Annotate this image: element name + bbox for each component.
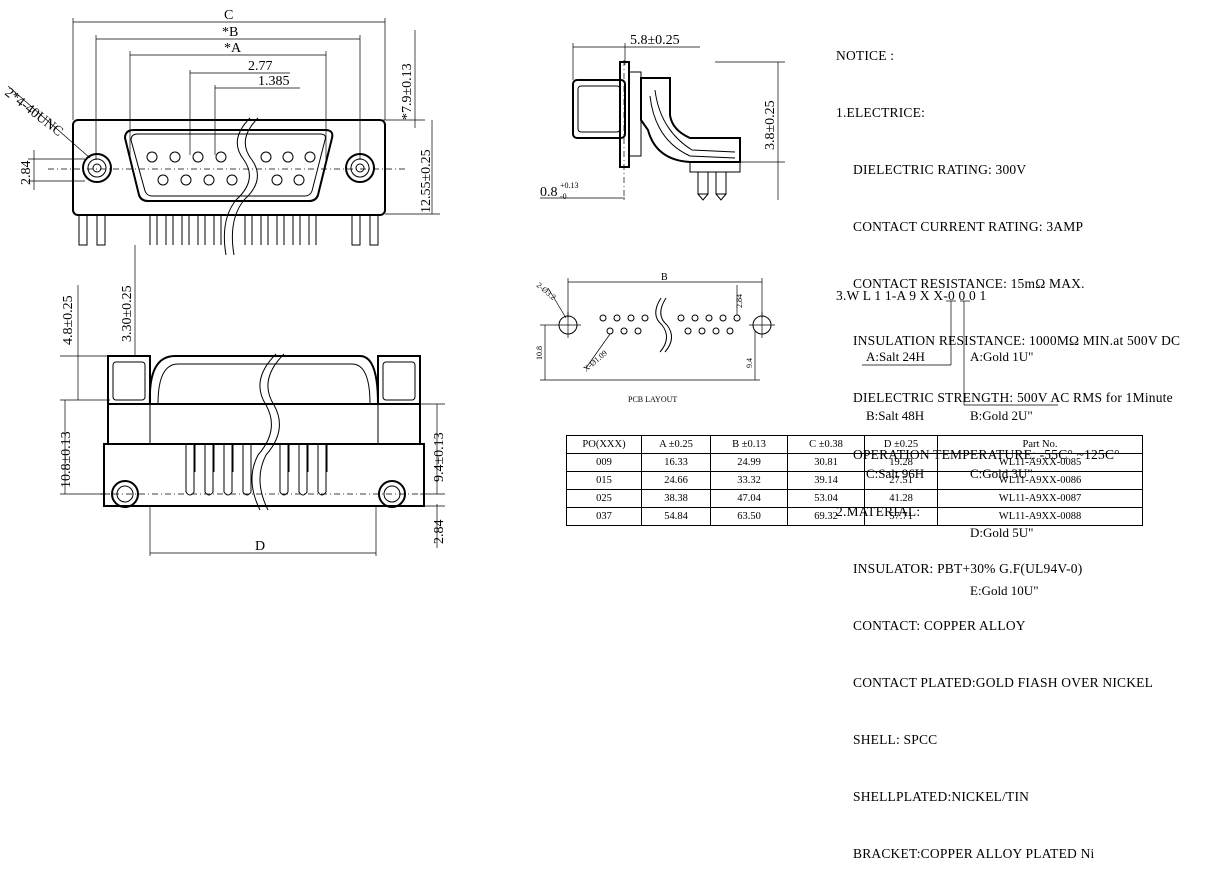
pcb-layout: B 2-Ø3.2 2.84 X-Ø1.09 10.8 9.4 PCB LAYOU… — [535, 272, 775, 404]
dim-284-left-label: 2.84 — [19, 161, 34, 186]
table-row: 015 24.66 33.32 39.14 27.51 WL11-A9XX-00… — [566, 471, 1143, 490]
table-cell: 54.84 — [641, 507, 711, 526]
side-view: 5.8±0.25 3.8±0.25 0.8 +0.13 -0 — [540, 33, 785, 201]
dim-79-label: *7.9±0.13 — [400, 63, 415, 120]
dim-94-label: 9.4±0.13 — [432, 432, 447, 482]
table-cell: 57.71 — [864, 507, 938, 526]
table-cell: WL11-A9XX-0088 — [937, 507, 1143, 526]
table-cell: 38.38 — [641, 489, 711, 508]
salt-option: A:Salt 24H — [866, 349, 925, 364]
dim-1385-label: 1.385 — [258, 74, 290, 89]
front-view: C *B *A 2.77 1.385 2*4-40UNC 2.84 — [2, 8, 440, 256]
salt-option: B:Salt 48H — [866, 407, 925, 423]
dim-08-label: 0.8 — [540, 185, 558, 200]
table-cell: 19.28 — [864, 453, 938, 472]
table-cell: 24.99 — [710, 453, 788, 472]
dim-b-label: *B — [222, 25, 238, 40]
material-item: SHELLPLATED:NICKEL/TIN — [853, 789, 1030, 804]
dim-58-label: 5.8±0.25 — [630, 33, 680, 48]
pcb-94-label: 9.4 — [745, 358, 754, 368]
table-cell: WL11-A9XX-0087 — [937, 489, 1143, 508]
dim-a-label: *A — [224, 41, 242, 56]
table-cell: 33.32 — [710, 471, 788, 490]
dim-08-tol-bot: -0 — [560, 192, 567, 201]
dim-277-label: 2.77 — [248, 59, 273, 74]
gold-option: A:Gold 1U" — [970, 349, 1034, 364]
dim-d-label: D — [255, 539, 265, 554]
pcb-hole-small-label: X-Ø1.09 — [582, 348, 609, 373]
table-cell: WL11-A9XX-0086 — [937, 471, 1143, 490]
table-header: Part No. — [937, 435, 1143, 454]
table-header: A ±0.25 — [641, 435, 711, 454]
table-header: PO(XXX) — [566, 435, 642, 454]
table-cell: 47.04 — [710, 489, 788, 508]
electric-item: INSULATION RESISTANCE: 1000MΩ MIN.at 500… — [853, 333, 1181, 348]
gold-option: E:Gold 10U" — [970, 583, 1039, 598]
pcb-caption: PCB LAYOUT — [628, 395, 677, 404]
pcb-b-label: B — [661, 272, 668, 283]
table-row: 025 38.38 47.04 53.04 41.28 WL11-A9XX-00… — [566, 489, 1143, 508]
dim-108-label: 10.8±0.13 — [59, 431, 74, 488]
dim-330-label: 3.30±0.25 — [120, 285, 135, 342]
gold-option: B:Gold 2U" — [970, 407, 1033, 423]
pcb-108-label: 10.8 — [535, 346, 544, 360]
table-row: 037 54.84 63.50 69.32 57.71 WL11-A9XX-00… — [566, 507, 1143, 526]
table-cell: 24.66 — [641, 471, 711, 490]
electric-item: DIELECTRIC RATING: 300V — [853, 162, 1027, 177]
pcb-284-label: 2.84 — [735, 294, 744, 308]
drawing-canvas: C *B *A 2.77 1.385 2*4-40UNC 2.84 — [2, 8, 1058, 556]
table-header-row: PO(XXX) A ±0.25 B ±0.13 C ±0.38 D ±0.25 … — [566, 435, 1143, 454]
material-item: SHELL: SPCC — [853, 732, 938, 747]
table-cell: 30.81 — [787, 453, 865, 472]
electric-item: CONTACT CURRENT RATING: 3AMP — [853, 219, 1084, 234]
dim-38-label: 3.8±0.25 — [763, 100, 778, 150]
dim-c-label: C — [224, 8, 233, 23]
table-cell: 27.51 — [864, 471, 938, 490]
table-header: B ±0.13 — [710, 435, 788, 454]
table-cell: 025 — [566, 489, 642, 508]
electric-item: CONTACT RESISTANCE: 15mΩ MAX. — [853, 276, 1085, 291]
table-cell: 41.28 — [864, 489, 938, 508]
table-row: 009 16.33 24.99 30.81 19.28 WL11-A9XX-00… — [566, 453, 1143, 472]
table-cell: 16.33 — [641, 453, 711, 472]
table-cell: 39.14 — [787, 471, 865, 490]
dim-48-label: 4.8±0.25 — [61, 295, 76, 345]
table-cell: 63.50 — [710, 507, 788, 526]
table-cell: 009 — [566, 453, 642, 472]
table-cell: 69.32 — [787, 507, 865, 526]
notice-title: NOTICE : — [836, 48, 895, 63]
electric-item: DIELECTRIC STRENGTH: 500V AC RMS for 1Mi… — [853, 390, 1173, 405]
table-cell: WL11-A9XX-0085 — [937, 453, 1143, 472]
material-item: BRACKET:COPPER ALLOY PLATED Ni — [853, 846, 1095, 861]
dim-1255-label: 12.55±0.25 — [419, 149, 434, 213]
dimension-table: PO(XXX) A ±0.25 B ±0.13 C ±0.38 D ±0.25 … — [566, 435, 1143, 526]
material-item: CONTACT PLATED:GOLD FIASH OVER NICKEL — [853, 675, 1154, 690]
dim-284-bottom-label: 2.84 — [432, 520, 447, 545]
part-number-brackets — [862, 300, 1058, 406]
notice-section-electric: 1.ELECTRICE: — [836, 105, 926, 120]
thread-label: 2*4-40UNC — [2, 85, 66, 139]
table-cell: 53.04 — [787, 489, 865, 508]
table-cell: 037 — [566, 507, 642, 526]
table-header: D ±0.25 — [864, 435, 938, 454]
dim-08-tol-top: +0.13 — [560, 181, 579, 190]
gold-option: D:Gold 5U" — [970, 524, 1034, 540]
table-cell: 015 — [566, 471, 642, 490]
part-number-code: 3.W L 1 1-A 9 X X-0 0 0 1 — [836, 288, 987, 303]
table-header: C ±0.38 — [787, 435, 865, 454]
bottom-view: 4.8±0.25 3.30±0.25 — [59, 245, 447, 556]
